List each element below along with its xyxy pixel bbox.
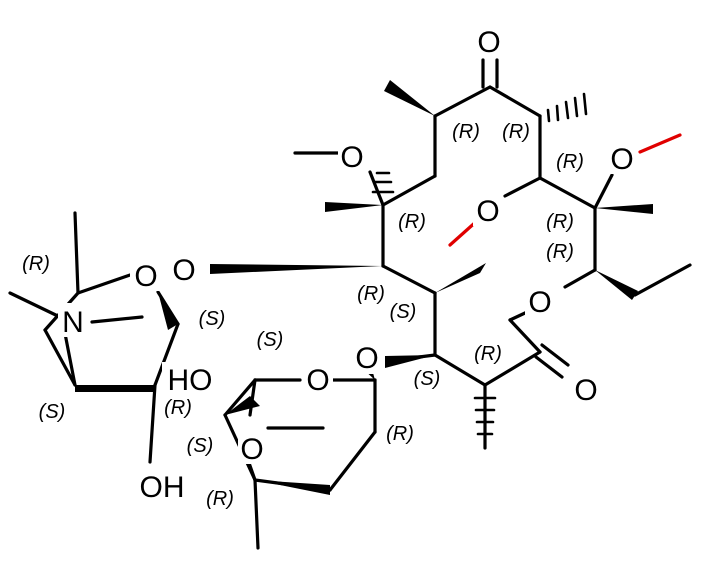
stereo-descriptor: (R) <box>22 253 50 275</box>
wedge-bond <box>595 270 638 300</box>
bond <box>153 322 180 387</box>
ketone-oxygen: O <box>477 26 500 59</box>
label-mask <box>607 140 637 174</box>
amine-nitrogen: N <box>62 306 84 339</box>
bond <box>253 478 260 550</box>
hydroxyl-upper: HO <box>168 364 213 397</box>
bond <box>381 264 437 295</box>
stereo-descriptor: (R) <box>164 397 192 419</box>
wedge-bond <box>384 80 435 116</box>
bond <box>43 328 77 387</box>
stereo-descriptor: (S) <box>414 368 441 390</box>
label-mask <box>473 192 503 226</box>
hash-bond <box>546 108 551 123</box>
bond <box>381 174 437 207</box>
label-mask <box>132 468 192 502</box>
wedge-bond <box>225 396 260 415</box>
label-mask <box>162 362 218 396</box>
wedge-bond <box>255 480 330 495</box>
bond <box>8 291 64 320</box>
bond <box>433 85 492 118</box>
bond <box>593 173 614 210</box>
bond <box>90 315 144 324</box>
cladinose-methoxy-oxygen: O <box>240 433 263 466</box>
glycosidic-oxygen-cladinose: O <box>355 342 378 375</box>
label-mask <box>130 257 160 291</box>
wedge-bond <box>435 263 486 293</box>
bond <box>540 343 570 367</box>
stereo-descriptor: (R) <box>474 343 502 365</box>
stereo-descriptor: (R) <box>452 121 480 143</box>
bond <box>76 273 132 295</box>
hydroxyl-lower: OH <box>140 471 185 504</box>
bonds <box>8 58 692 550</box>
methoxy-oxygen-left: O <box>340 141 363 174</box>
stereo-descriptor: (S) <box>390 301 417 323</box>
bond <box>148 383 157 464</box>
label-mask <box>525 283 555 317</box>
methoxy-oxygen-center: O <box>476 195 499 228</box>
bond <box>328 430 377 492</box>
hash-bond <box>555 104 560 122</box>
stereo-descriptor: (S) <box>39 401 66 423</box>
label-mask <box>168 250 198 284</box>
glycosidic-oxygen-desosamine: O <box>172 254 195 287</box>
stereo-descriptor: (R) <box>546 211 574 233</box>
bond <box>483 350 542 387</box>
stereo-descriptor: (S) <box>187 435 214 457</box>
stereo-descriptor: (S) <box>257 329 284 351</box>
label-mask <box>474 20 504 56</box>
bond <box>223 378 257 417</box>
wedge-bond <box>210 264 383 274</box>
stereo-labels: (R) (R) (R) (R) (R) (R) (R) (S) (S) (R) … <box>22 121 584 510</box>
bond <box>633 263 692 297</box>
label-mask <box>352 340 382 374</box>
desosamine-ring-oxygen: O <box>134 260 157 293</box>
stereo-descriptor: (R) <box>556 151 584 173</box>
stereo-descriptor: (R) <box>546 241 574 263</box>
label-mask <box>238 430 266 464</box>
label-mask <box>58 303 88 337</box>
label-mask <box>338 138 366 172</box>
wedge-bond <box>595 204 653 214</box>
lactone-ring-oxygen: O <box>528 286 551 319</box>
bond <box>73 211 80 295</box>
bond <box>488 85 542 118</box>
cladinose-ring-oxygen: O <box>306 364 329 397</box>
label-mask <box>303 362 333 396</box>
bond <box>368 170 385 207</box>
hash-bond <box>582 92 588 116</box>
stereo-descriptor: (S) <box>199 308 226 330</box>
bond <box>508 318 542 354</box>
hash-bond <box>573 96 579 118</box>
bond-highlight <box>638 133 682 154</box>
bond <box>248 378 257 417</box>
bond <box>538 176 597 210</box>
wedge-bond <box>325 202 383 212</box>
bond <box>563 268 597 289</box>
hashed-bonds <box>371 92 588 436</box>
bond <box>433 353 487 387</box>
bond <box>534 355 564 379</box>
stereo-descriptor: (R) <box>398 211 426 233</box>
stereo-descriptor: (R) <box>357 283 385 305</box>
stereo-descriptor: (R) <box>206 488 234 510</box>
methoxy-oxygen-right: O <box>610 143 633 176</box>
wedge-bond <box>158 292 178 330</box>
label-mask <box>570 372 600 406</box>
wedge-bonds <box>75 80 653 495</box>
hash-bond <box>564 100 570 120</box>
lactone-carbonyl-oxygen: O <box>574 374 597 407</box>
wedge-bond <box>385 355 435 368</box>
stereo-descriptor: (R) <box>502 121 530 143</box>
wedge-bond <box>75 385 155 392</box>
stereo-descriptor: (R) <box>386 423 414 445</box>
atom-labels: O O O O O O N O O O O HO OH O <box>58 20 637 504</box>
bond <box>503 176 542 198</box>
